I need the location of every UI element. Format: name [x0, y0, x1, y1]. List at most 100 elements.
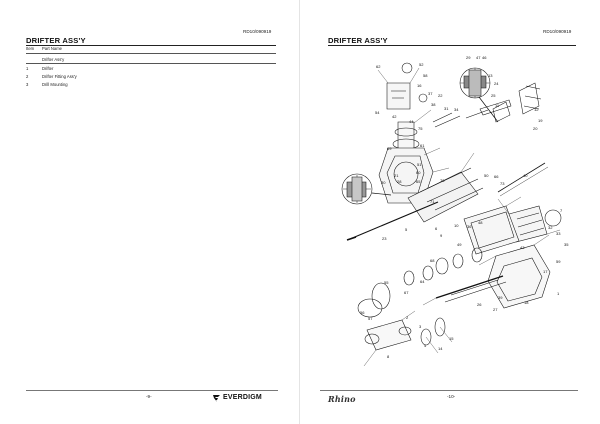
part-name-column-header: Part Name: [42, 46, 63, 51]
callout-label: 35: [564, 242, 569, 247]
callout-label: 55: [384, 280, 389, 285]
callout-label: 61: [420, 143, 425, 148]
callout-label: 15: [449, 336, 454, 341]
footer-rule: [26, 390, 278, 391]
callout-label: 19: [538, 118, 543, 123]
middle-housing: [463, 205, 520, 255]
callout-label: 2: [406, 315, 409, 320]
callout-label: 34: [454, 107, 459, 112]
everdigm-logo-icon: [213, 395, 220, 402]
table-header-rule: [26, 53, 276, 54]
callout-label: 50: [484, 173, 489, 178]
callout-label: 18: [524, 300, 529, 305]
lower-mounting-plate: [366, 319, 412, 351]
callout-label: 16: [417, 83, 422, 88]
callout-label: 25: [491, 93, 496, 98]
callout-label: 37: [428, 91, 433, 96]
long-bar: [497, 162, 546, 193]
callout-label: 49: [457, 242, 462, 247]
callout-label: 54: [375, 110, 380, 115]
row-divider: [26, 63, 276, 64]
callout-label: 1: [557, 291, 560, 296]
callout-label: 21: [394, 173, 399, 178]
callout-label: 39: [498, 295, 503, 300]
callout-label: 70: [440, 178, 445, 183]
callout-label: 42: [392, 114, 397, 119]
item-number: 1: [26, 66, 29, 71]
callout-label: 29: [466, 55, 471, 60]
callout-label: 66: [494, 174, 499, 179]
page-title: DRIFTER ASS'Y: [26, 36, 86, 45]
page-title: DRIFTER ASS'Y: [328, 36, 388, 45]
page-number: -10-: [447, 394, 456, 399]
item-number: 2: [26, 74, 29, 79]
item-number: 3: [26, 82, 29, 87]
callout-label: 58: [423, 73, 428, 78]
callout-label: 28: [397, 179, 402, 184]
left-document-page: RD10/090919 DRIFTER ASS'Y Item Part Name…: [26, 0, 300, 424]
callout-label: 65: [416, 179, 421, 184]
callout-label: 10: [454, 223, 459, 228]
everdigm-logo: EVERDIGM: [223, 394, 262, 401]
callout-label: 30: [381, 180, 386, 185]
callout-label: 47: [476, 55, 481, 60]
document-code: RD10/090919: [543, 29, 572, 34]
footer-rule: [320, 390, 578, 391]
callout-label: 14: [438, 346, 443, 351]
callout-label: 36: [467, 224, 472, 229]
callout-label: 24: [494, 81, 499, 86]
callout-label: 3: [419, 324, 422, 329]
callout-label: 32: [548, 225, 553, 230]
callout-label: 71: [430, 199, 435, 204]
callout-label: 68: [430, 258, 435, 263]
callout-label: 17: [543, 269, 548, 274]
callout-label: 43: [520, 245, 525, 250]
callout-label: 12: [534, 107, 539, 112]
callout-label: 51: [417, 162, 422, 167]
header-rule: [328, 45, 576, 46]
callout-label: 4: [424, 343, 427, 348]
header-rule: [26, 45, 276, 46]
callout-label: 40: [523, 173, 528, 178]
callout-label: 33: [556, 231, 561, 236]
callout-label: 6: [435, 226, 438, 231]
upper-fitting-block: [386, 82, 411, 110]
main-cylinder: [407, 171, 479, 223]
callout-label: 26: [477, 302, 482, 307]
part-name: Drifter: [42, 66, 54, 71]
page-number: -9-: [146, 394, 152, 399]
detail-magnifier-top: [459, 67, 499, 123]
callout-label: 20: [533, 126, 538, 131]
callout-label: 67: [404, 290, 409, 295]
callout-label: 73: [500, 181, 505, 186]
drill-steel: [349, 201, 439, 240]
callout-label: 69: [387, 146, 392, 151]
callout-label: 23: [382, 236, 387, 241]
callout-label: 56: [360, 310, 365, 315]
item-column-header: Item: [26, 46, 35, 51]
exploded-parts-diagram: 62 52 58 16 37 38 13 29 47 46 24 25 11 1…: [341, 55, 569, 367]
callout-label: 52: [419, 62, 424, 67]
callout-label: 27: [493, 307, 498, 312]
rhino-logo: Rhino: [328, 394, 356, 404]
callout-label: 75: [418, 126, 423, 131]
callout-label: 31: [444, 106, 449, 111]
document-code: RD10/090919: [243, 29, 272, 34]
callout-label: 7: [560, 208, 563, 213]
callout-label: 22: [438, 93, 443, 98]
callout-label: 38: [431, 102, 436, 107]
detail-magnifier-left: [341, 173, 392, 205]
part-callouts: 62 52 58 16 37 38 13 29 47 46 24 25 11 1…: [360, 55, 569, 359]
callout-label: 62: [376, 64, 381, 69]
drive-shaft: [435, 275, 504, 299]
callout-label: 5: [405, 227, 408, 232]
callout-label: 11: [495, 103, 500, 108]
callout-label: 48: [478, 220, 483, 225]
callout-label: 59: [556, 259, 561, 264]
callout-label: 13: [488, 73, 493, 78]
callout-label: 64: [420, 279, 425, 284]
callout-label: 44: [409, 119, 414, 124]
right-document-page: RD10/090919 DRIFTER ASS'Y Rhino -10-: [300, 0, 600, 424]
callout-label: 8: [387, 354, 390, 359]
callout-label: 57: [368, 316, 373, 321]
